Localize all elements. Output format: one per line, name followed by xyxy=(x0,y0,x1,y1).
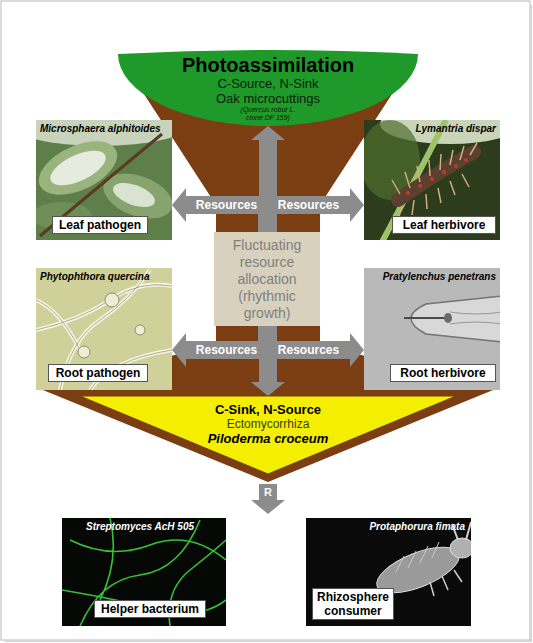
springtail-photo xyxy=(306,518,471,626)
species-name: Microsphaera alphitoides xyxy=(40,123,168,135)
allocation-box: Fluctuating resource allocation (rhythmi… xyxy=(214,232,320,326)
role-label: Helper bacterium xyxy=(97,602,203,616)
photo-background xyxy=(306,518,471,626)
organism-label: Rhizosphere consumer xyxy=(312,588,394,620)
species-name: Lymantria dispar xyxy=(368,123,496,135)
body-lines xyxy=(450,312,500,324)
sporangium xyxy=(78,346,90,358)
twig xyxy=(40,134,162,236)
process-text: Fluctuating resource allocation (rhythmi… xyxy=(214,237,320,322)
plant-text: Oak microcuttings xyxy=(216,91,320,106)
flow-arrow-head xyxy=(251,500,285,514)
tri-shape xyxy=(80,396,456,474)
stylet xyxy=(404,317,446,319)
mildew-patch xyxy=(110,178,158,212)
caterpillar-photo xyxy=(364,120,500,240)
body-segments xyxy=(396,542,439,572)
photo-panel: Phytophthora quercinaRoot pathogen xyxy=(36,268,172,390)
nematode-photo xyxy=(364,268,500,390)
source-cup: PhotoassimilationC-Source, N-SinkOak mic… xyxy=(118,50,418,126)
clone-text: (Quercus robur L. clone DF 159) xyxy=(232,106,304,122)
photo-panel: Microsphaera alphitoidesLeaf pathogen xyxy=(36,120,172,240)
species-name: Streptomyces AcH 505 xyxy=(86,521,220,533)
sporangium xyxy=(105,293,119,307)
photo-panel: Lymantria disparLeaf herbivore xyxy=(364,120,500,240)
frame-shadow xyxy=(5,5,531,641)
symbiosis-text: Ectomycorrhiza xyxy=(227,417,310,431)
cup-shape xyxy=(118,50,418,126)
role-label: Leaf herbivore xyxy=(395,218,493,232)
edge-label: Resources xyxy=(278,343,339,357)
photo-panel: Protaphorura fimataRhizosphere consumer xyxy=(306,518,471,626)
stylet-knob xyxy=(444,313,452,323)
hyphae-edge xyxy=(36,270,172,390)
flow-letter: R xyxy=(264,486,272,499)
role-label: Root pathogen xyxy=(51,366,145,380)
organism-label: Leaf herbivore xyxy=(392,216,496,234)
sporangium xyxy=(135,325,145,335)
species-name: Piloderma croceum xyxy=(208,431,329,446)
photo-background xyxy=(62,518,226,626)
edge-label: Resources xyxy=(196,343,257,357)
role-label: Root herbivore xyxy=(393,366,493,380)
legs xyxy=(430,570,462,596)
role-label: Leaf pathogen xyxy=(55,218,145,232)
springtail-head xyxy=(450,538,471,558)
role-text: C-Source, N-Sink xyxy=(217,76,318,91)
photo-panel: Streptomyces AcH 505Helper bacterium xyxy=(62,518,226,626)
species-name: Phytophthora quercina xyxy=(40,271,168,283)
photo-background xyxy=(36,268,172,390)
caterpillar-spots xyxy=(408,160,466,193)
edge-label: Resources xyxy=(278,198,339,212)
role-label: Rhizosphere consumer xyxy=(315,590,391,618)
organism-label: Root pathogen xyxy=(48,364,148,382)
organism-label: Leaf pathogen xyxy=(52,216,148,234)
title-text: Photoassimilation xyxy=(182,55,354,76)
caterpillar-hairs xyxy=(392,143,477,220)
photo-panel: Pratylenchus penetransRoot herbivore xyxy=(364,268,500,390)
hyphae xyxy=(36,270,172,390)
oomycete-photo xyxy=(36,268,172,390)
organism-label: Root herbivore xyxy=(390,364,496,382)
edge-label: Resources xyxy=(196,198,257,212)
mildew-photo xyxy=(36,120,172,240)
species-name: Pratylenchus penetrans xyxy=(368,271,496,283)
species-name: Protaphorura fimata xyxy=(312,521,465,533)
role-text: C-Sink, N-Source xyxy=(215,402,321,417)
sink-triangle: C-Sink, N-SourceEctomycorrhizaPiloderma … xyxy=(80,396,456,474)
filaments xyxy=(62,518,226,626)
flow-arrow-shaft xyxy=(259,484,277,500)
organism-label: Helper bacterium xyxy=(94,600,206,618)
streptomyces-photo xyxy=(62,518,226,626)
